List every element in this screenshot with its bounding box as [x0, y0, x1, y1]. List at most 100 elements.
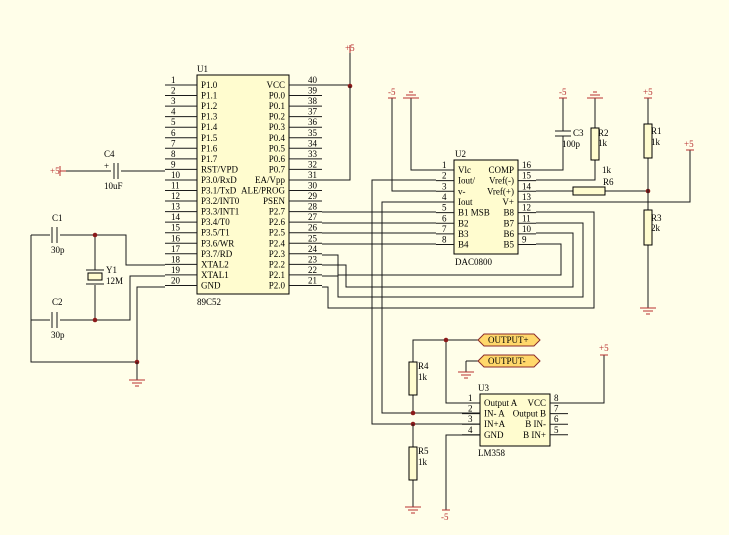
ground-r5 — [405, 506, 421, 514]
u1-pin-name: P3.7/RD — [201, 249, 233, 259]
crystal-network — [30, 232, 140, 380]
ground-r3 — [640, 307, 656, 315]
u2-pin-name: Vlc — [458, 165, 471, 175]
port-output-minus: OUTPUT- — [477, 354, 541, 368]
u3-pin-number: 5 — [554, 425, 559, 435]
u1-pin-number: 3 — [171, 96, 176, 106]
u1-pin-number: 37 — [308, 107, 318, 117]
u2-pin-number: 10 — [522, 224, 532, 234]
u1-pin-name: P2.4 — [269, 238, 286, 248]
u2-pin-name: B3 — [458, 229, 469, 239]
u1-pin-number: 22 — [308, 265, 317, 275]
u2-pin-name: B5 — [503, 240, 514, 250]
c4-value: 10uF — [104, 181, 123, 191]
plus5-label: +5 — [684, 139, 694, 149]
u2-pin-number: 13 — [522, 192, 532, 202]
ground-dac — [403, 91, 419, 99]
u2-part: DAC0800 — [455, 257, 493, 267]
u1-pin-number: 32 — [308, 159, 317, 169]
u1-pin-name: XTAL2 — [201, 259, 229, 269]
output-minus-label: OUTPUT- — [488, 356, 526, 366]
u3-pin-name: IN+A — [484, 419, 506, 429]
u2-pin-name: B2 — [458, 218, 469, 228]
u3-pin-name: VCC — [527, 398, 546, 408]
u3-pin-number: 8 — [554, 393, 559, 403]
capacitor-c3: C3 100p — [555, 128, 584, 149]
u1-pin-name: P0.3 — [269, 122, 286, 132]
u1-pin-name: P0.0 — [269, 91, 286, 101]
u1-pin-number: 35 — [308, 128, 318, 138]
plus5-label: +5 — [599, 343, 609, 353]
minus5-label: -5 — [388, 87, 396, 97]
u2-pin-number: 16 — [522, 160, 532, 170]
u1-pin-name: P3.4/T0 — [201, 217, 230, 227]
u3-body — [479, 393, 551, 447]
u1-pin-number: 11 — [171, 181, 180, 191]
u3-ref: U3 — [478, 383, 489, 393]
u3-pin-number: 3 — [468, 414, 473, 424]
u2-pin-number: 14 — [522, 181, 532, 191]
u1-pin-name: P3.0/RxD — [201, 175, 237, 185]
u2-pin-name: Vref(+) — [487, 186, 514, 196]
u1-pin-number: 4 — [171, 107, 176, 117]
resistor-r5: R5 1k — [408, 446, 429, 481]
y1-ref: Y1 — [106, 265, 117, 275]
u1-pin-number: 6 — [171, 128, 176, 138]
u2-ref: U2 — [455, 149, 466, 159]
u1-pin-number: 28 — [308, 202, 318, 212]
r6-ref: R6 — [603, 177, 614, 187]
u1-pin-name: P1.1 — [201, 91, 217, 101]
r4-value: 1k — [418, 372, 428, 382]
port-output-plus: OUTPUT+ — [477, 333, 541, 347]
c3-ref: C3 — [573, 128, 584, 138]
u1-pin-number: 10 — [171, 170, 181, 180]
r5-value: 1k — [418, 457, 428, 467]
u1-pin-number: 30 — [308, 181, 318, 191]
power-plus5-u1: +5 — [345, 43, 355, 53]
r2-ref: R2 — [598, 128, 609, 138]
r1-value: 1k — [651, 137, 661, 147]
u1-pin-number: 16 — [171, 233, 181, 243]
u1-pin-name: EA/Vpp — [255, 175, 285, 185]
u1-pin-name: P3.6/WR — [201, 238, 234, 248]
u1-part: 89C52 — [197, 297, 221, 307]
u1-pin-name: P0.6 — [269, 154, 286, 164]
u3-pin-number: 2 — [468, 404, 473, 414]
c1-value: 30p — [51, 245, 65, 255]
u1-pin-name: P2.7 — [269, 207, 286, 217]
u1-pin-number: 18 — [171, 254, 181, 264]
r3-ref: R3 — [651, 213, 662, 223]
u1-pin-number: 23 — [308, 254, 318, 264]
u3-pin-number: 1 — [468, 393, 473, 403]
u1-pin-name: P1.0 — [201, 80, 218, 90]
u1-pin-number: 25 — [308, 233, 318, 243]
u3-pin-name: B IN+ — [523, 430, 546, 440]
u2-pin-number: 5 — [442, 203, 447, 213]
u3-pin-name: Output A — [484, 398, 518, 408]
u1-pin-number: 21 — [308, 275, 317, 285]
u1-pin-name: P1.5 — [201, 133, 218, 143]
u2-pin-name: COMP — [488, 165, 514, 175]
power-minus5-lm358: -5 — [441, 509, 450, 522]
u2-pin-number: 8 — [442, 235, 447, 245]
u2-pin-name: Iout — [458, 197, 473, 207]
capacitor-c1: C1 30p — [51, 213, 65, 255]
output-plus-label: OUTPUT+ — [488, 335, 529, 345]
u1-pin-name: P3.3/INT1 — [201, 207, 239, 217]
resistor-r6: 1k R6 — [572, 165, 614, 196]
u1-pin-number: 2 — [171, 86, 176, 96]
r1-ref: R1 — [651, 126, 662, 136]
u1-pin-number: 13 — [171, 202, 181, 212]
u3-pin-name: GND — [484, 430, 504, 440]
r6-value: 1k — [602, 165, 612, 175]
u2-pin-name: B1 MSB — [458, 208, 490, 218]
power-minus5-dac: -5 — [388, 87, 396, 99]
u2-pin-number: 2 — [442, 171, 447, 181]
u2-pin-name: V+ — [502, 197, 514, 207]
u2-pin-number: 4 — [442, 192, 447, 202]
r4-ref: R4 — [418, 361, 429, 371]
u1-pin-name: ALE/PROG — [241, 186, 286, 196]
